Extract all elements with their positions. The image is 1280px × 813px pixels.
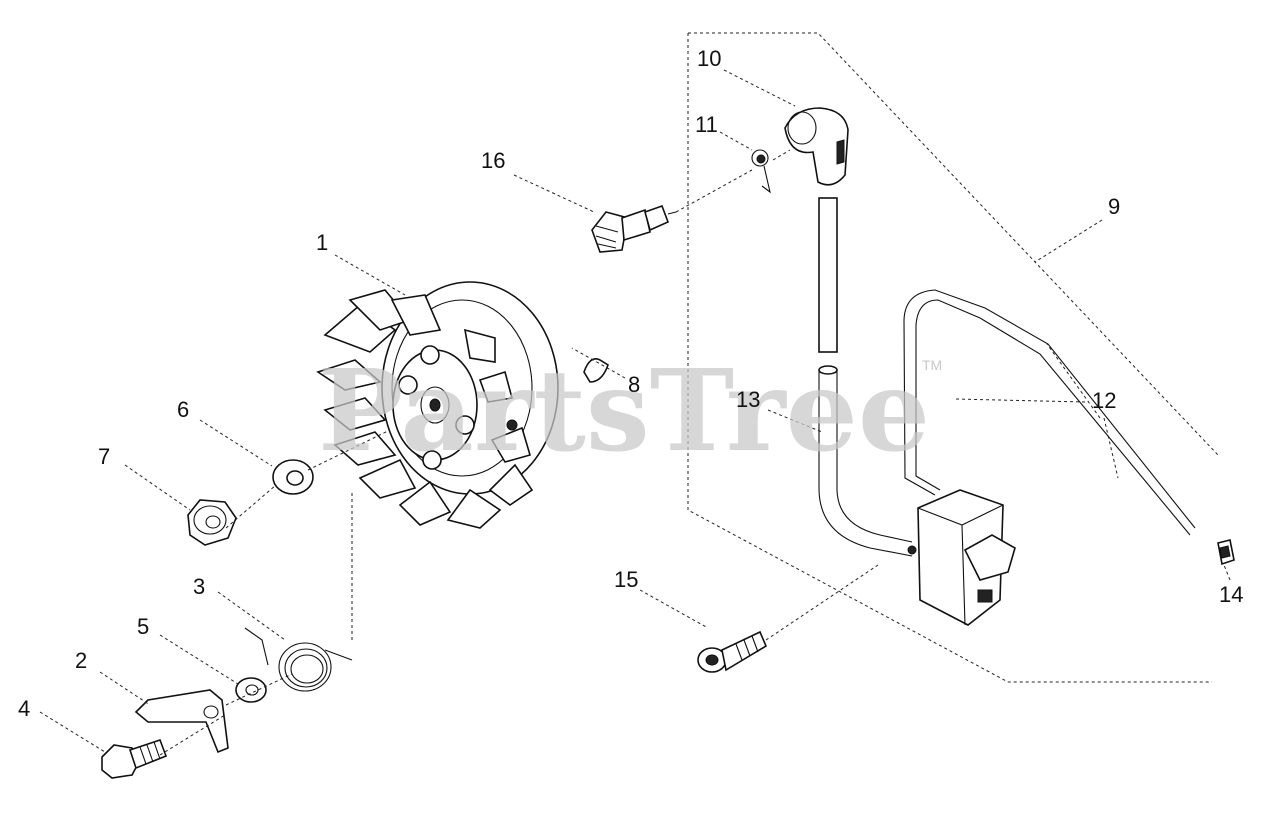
callout-14: 14: [1219, 582, 1243, 607]
callout-5: 5: [137, 614, 149, 639]
flat-washer: [272, 459, 314, 495]
hex-bolt: [101, 738, 168, 779]
high-tension-lead: [818, 197, 913, 557]
callout-2: 2: [75, 648, 87, 673]
callout-12: 12: [1092, 388, 1116, 413]
callout-6: 6: [177, 397, 189, 422]
coil-lead-wires: [903, 289, 1196, 536]
callout-16: 16: [481, 148, 505, 173]
small-washer: [235, 677, 267, 703]
callout-3: 3: [193, 574, 205, 599]
ignition-coil: [907, 489, 1016, 626]
coil-mounting-bolt: [697, 630, 768, 673]
callout-4: 4: [18, 696, 30, 721]
torsion-spring: [244, 627, 353, 692]
spring-clip: [751, 149, 771, 194]
trademark-symbol: TM: [922, 357, 942, 373]
callout-13: 13: [736, 387, 760, 412]
assembly-boundary: [687, 32, 1219, 683]
watermark-text: PartsTree: [318, 346, 930, 477]
callout-15: 15: [614, 567, 638, 592]
callout-9: 9: [1108, 194, 1120, 219]
leader-lines: [39, 69, 1231, 756]
pawl: [134, 689, 229, 754]
spark-plug-cap: [784, 107, 849, 186]
terminal-connector: [1217, 539, 1235, 566]
spark-plug: [591, 204, 677, 253]
hex-nut: [187, 499, 237, 546]
callout-7: 7: [98, 444, 110, 469]
callout-1: 1: [316, 230, 328, 255]
callout-10: 10: [697, 46, 721, 71]
callout-11: 11: [695, 112, 718, 137]
callout-8: 8: [628, 372, 640, 397]
flywheel: [316, 281, 559, 529]
